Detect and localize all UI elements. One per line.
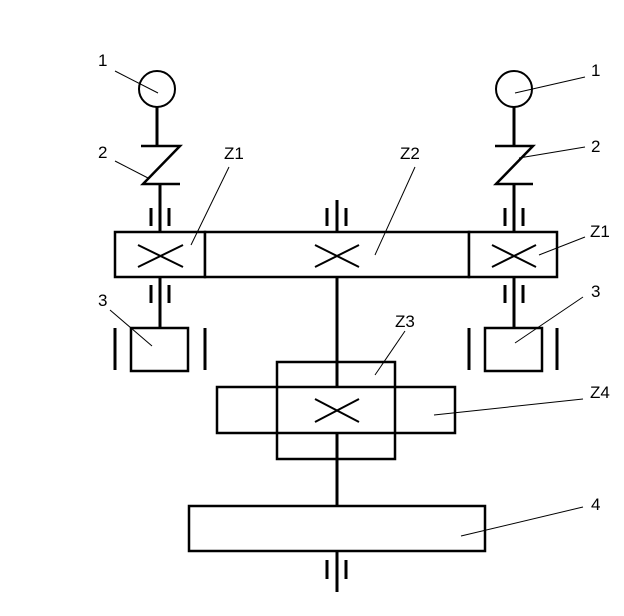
label-motor-right: 1 <box>591 61 600 80</box>
gear-z1-left-cross-icon <box>137 244 184 268</box>
gear-z3-z4-cross-icon <box>314 398 360 423</box>
label-output-4: 4 <box>591 495 600 514</box>
label-z3: Z3 <box>395 312 415 331</box>
bearing-center-top <box>325 200 348 232</box>
label-z1-right: Z1 <box>590 222 610 241</box>
label-motor-left: 1 <box>98 51 107 70</box>
label-z2: Z2 <box>400 144 420 163</box>
label-drum-right: 3 <box>591 282 600 301</box>
label-z4: Z4 <box>590 383 610 402</box>
bearing-right-bottom <box>503 285 525 303</box>
bearing-right-top <box>503 208 525 226</box>
coupling-left-icon <box>140 144 183 186</box>
bearing-left-top <box>149 208 171 226</box>
gear-z2 <box>203 230 471 279</box>
drum-left <box>129 326 190 373</box>
motor-right-icon <box>495 70 533 108</box>
gear-train-top <box>113 200 559 279</box>
label-coupling-left: 2 <box>98 143 107 162</box>
coupling-right-icon <box>493 144 536 186</box>
output-element-4 <box>187 504 487 553</box>
label-z1-left: Z1 <box>224 144 244 163</box>
bearing-left-bottom <box>149 285 171 303</box>
left-drive <box>113 70 207 373</box>
label-drum-left: 3 <box>98 291 107 310</box>
gear-z2-cross-icon <box>314 244 360 268</box>
center-stage <box>187 277 487 592</box>
motor-left-icon <box>138 70 176 108</box>
gear-z1-right-cross-icon <box>491 244 537 268</box>
drum-right <box>483 326 544 373</box>
leader-lines <box>109 70 586 537</box>
right-drive <box>467 70 559 373</box>
gear-z1-left <box>113 230 207 279</box>
label-coupling-right: 2 <box>591 137 600 156</box>
bearing-center-bottom <box>325 560 348 579</box>
